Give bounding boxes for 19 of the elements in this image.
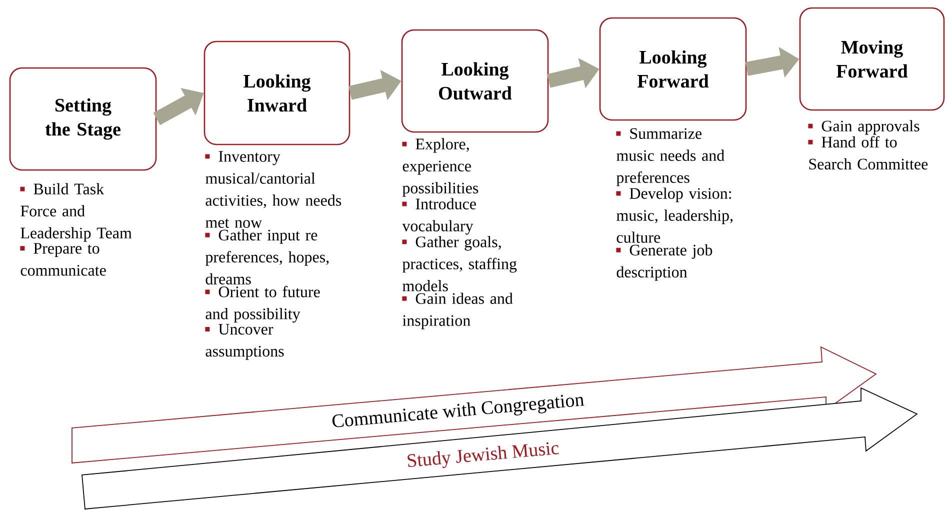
stage-box: Moving Forward — [799, 7, 945, 111]
bullet-item: Inventory musical/cantorial activities, how needs met now — [205, 151, 342, 228]
bullet-item: Summarize music needs and preferences — [616, 128, 724, 186]
bullet-item: Introduce vocabulary — [402, 198, 476, 235]
bullet-item: Explore, experience possibilities — [402, 138, 478, 197]
stage-box: Looking Forward — [599, 17, 747, 121]
bullet-item: Gain approvals — [808, 120, 920, 135]
stage-box: Setting the Stage — [9, 67, 157, 171]
bullet-item: Gain ideas and inspiration — [402, 292, 513, 330]
bullet-item: Orient to future and possibility — [205, 286, 320, 323]
stage-box: Looking Inward — [204, 40, 350, 146]
bullet-item: Gather input re preferences, hopes, dreams — [205, 229, 329, 284]
bullet-item: Develop vision: music, leadership, culture — [616, 188, 732, 243]
stage-box: Looking Outward — [401, 29, 549, 133]
bullet-item: Build Task Force and Leadership Team — [20, 183, 132, 242]
bullet-item: Gather goals, practices, staffing models — [402, 236, 517, 292]
bullet-item: Prepare to communicate — [20, 243, 106, 276]
bullet-item: Generate job description — [616, 244, 712, 281]
bullet-item: Hand off to Search Committee — [808, 136, 928, 170]
